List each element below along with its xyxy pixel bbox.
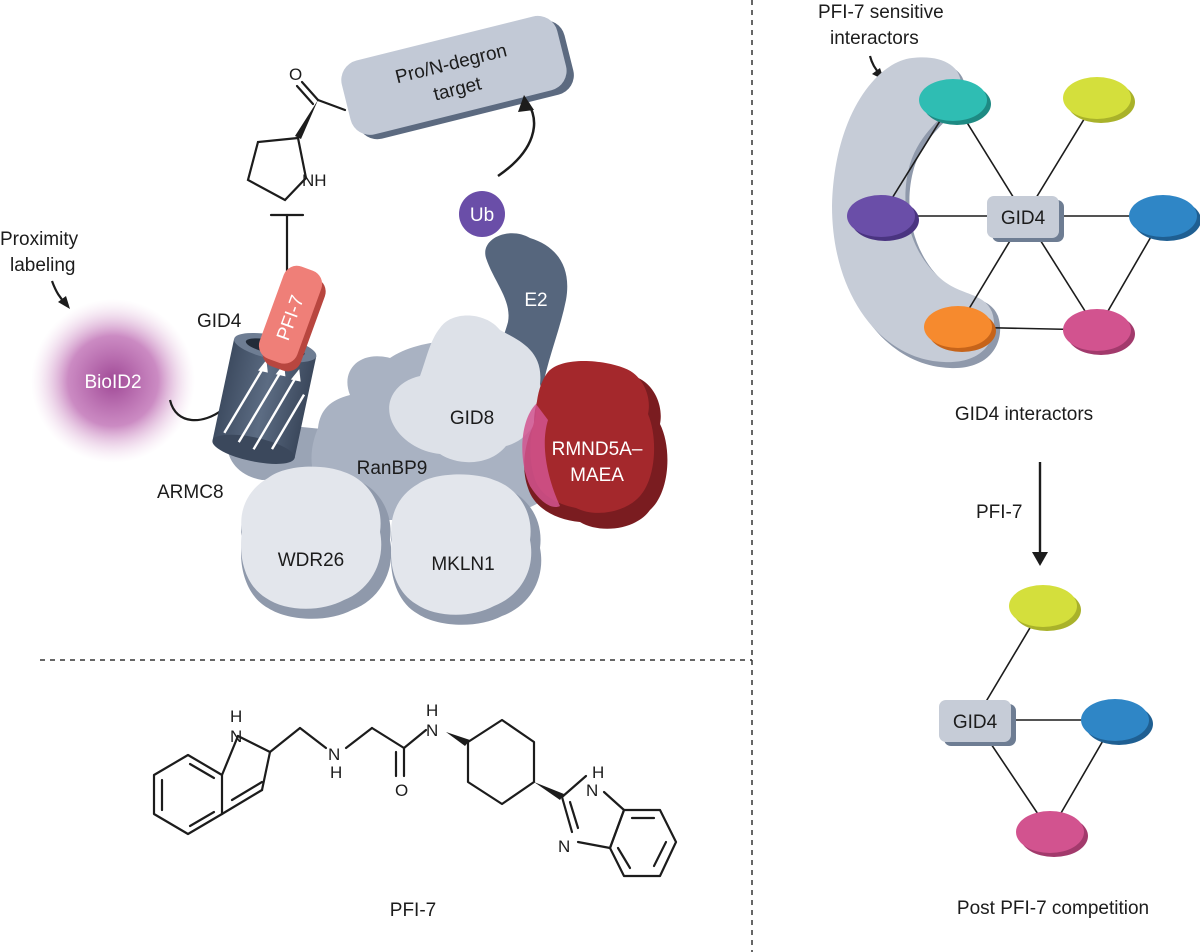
proximity-arrow <box>50 280 70 309</box>
rmnd5a-blob <box>530 361 655 513</box>
degron-target: Pro/N-degron target <box>341 15 574 140</box>
gid4-post-label: GID4 <box>953 712 998 733</box>
rmnd5a-label-2: MAEA <box>570 465 624 486</box>
gid4-network-node: GID4 <box>987 196 1064 242</box>
sensitive-interactors-label-1: PFI-7 sensitive <box>818 2 944 23</box>
proximity-labeling-label-2: labeling <box>10 255 76 276</box>
atom-h3: H <box>426 701 438 720</box>
atom-o: O <box>395 781 408 800</box>
sensitive-interactors-label-2: interactors <box>830 28 919 49</box>
post-node-pink <box>1016 811 1088 857</box>
gid4-interactors-label: GID4 interactors <box>955 404 1093 425</box>
mkln1-label: MKLN1 <box>431 554 494 575</box>
bioid2-linker <box>168 399 223 422</box>
gid4-post-node: GID4 <box>939 700 1016 746</box>
post-competition-label: Post PFI-7 competition <box>957 898 1149 919</box>
node-teal <box>919 79 991 125</box>
gid4-network-label: GID4 <box>1001 208 1046 229</box>
crescent-band <box>832 57 995 363</box>
proline-residue: O NH <box>246 65 347 202</box>
ub-label: Ub <box>470 205 494 226</box>
pfi7-structure-caption: PFI-7 <box>390 900 436 921</box>
atom-h4: H <box>592 763 604 782</box>
ubiquitination-arrow <box>497 95 536 178</box>
bioid2-label: BioID2 <box>84 372 141 393</box>
rmnd5a-label-1: RMND5A– <box>552 439 643 460</box>
post-node-blue <box>1081 699 1153 745</box>
ranbp9-label: RanBP9 <box>357 458 428 479</box>
carbonyl-oxygen: O <box>289 65 302 84</box>
atom-h1: H <box>230 707 242 726</box>
atom-h2: H <box>330 763 342 782</box>
post-node-lime <box>1009 585 1081 631</box>
wdr26-blob <box>241 466 382 609</box>
node-orange <box>924 306 996 352</box>
gid4-label: GID4 <box>197 311 242 332</box>
proximity-labeling-label-1: Proximity <box>0 229 79 250</box>
competition-arrow <box>1032 462 1048 566</box>
e2-label: E2 <box>524 290 547 311</box>
proline-nh: NH <box>302 171 327 190</box>
bioid2-blob <box>31 299 195 463</box>
pfi7-arrow-label: PFI-7 <box>976 502 1022 523</box>
pfi7-pill: PFI-7 <box>258 265 326 372</box>
gid8-blob <box>389 315 542 463</box>
armc8-label: ARMC8 <box>157 482 224 503</box>
atom-n3: N <box>426 721 438 740</box>
atom-n4: N <box>586 781 598 800</box>
ub-circle <box>459 191 505 237</box>
gid8-label: GID8 <box>450 408 494 429</box>
node-lime <box>1063 77 1135 123</box>
maea-accent <box>522 404 560 508</box>
node-pink <box>1063 309 1135 355</box>
node-blue <box>1129 195 1200 241</box>
atom-n5: N <box>558 837 570 856</box>
inhibition-mark <box>269 213 305 274</box>
atom-n1: N <box>230 727 242 746</box>
pfi7-structure: H N N H O H N H N N <box>152 701 678 878</box>
mkln1-blob <box>391 474 532 615</box>
node-purple <box>847 195 919 241</box>
atom-n2: N <box>328 745 340 764</box>
wdr26-label: WDR26 <box>278 550 345 571</box>
